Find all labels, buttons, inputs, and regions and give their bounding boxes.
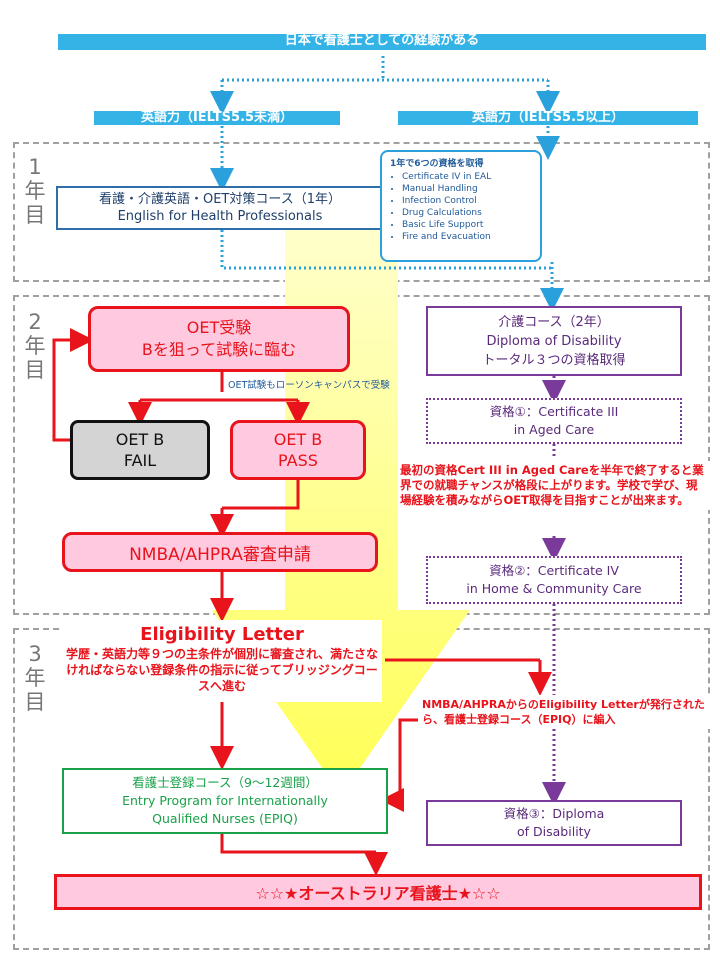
cert3-note: 最初の資格Cert III in Aged Careを半年で終了すると業界での就…	[398, 461, 710, 510]
australia-nurse-goal: ☆☆★オーストラリア看護士★☆☆	[54, 874, 702, 910]
q1-line1: 資格①：Certificate III	[489, 404, 619, 419]
eligibility-letter-block: Eligibility Letter 学歴・英語力等９つの主条件が個別に審査され…	[62, 620, 382, 702]
qual-item: Certificate IV in EAL	[402, 171, 532, 183]
nmba-title: NMBA/AHPRA審査申請	[129, 544, 311, 565]
epiq-course-box: 看護士登録コース（9〜12週間） Entry Program for Inter…	[62, 768, 388, 834]
year3-label: 3 年 目	[24, 642, 46, 714]
epiq-line1: 看護士登録コース（9〜12週間）	[132, 775, 318, 790]
epiq-line2: Entry Program for Internationally	[122, 793, 328, 808]
eligibility-text: 学歴・英語力等９つの主条件が個別に審査され、満たさなければならない登録条件の指示…	[65, 647, 379, 693]
qualifications-box: 1年で6つの資格を取得 Certificate IV in EAL Manual…	[380, 150, 542, 262]
qual-item: Drug Calculations	[402, 207, 532, 219]
nmba-application-box: NMBA/AHPRA審査申請	[62, 532, 378, 572]
qual-item: Fire and Evacuation	[402, 231, 532, 243]
goal-text: ☆☆★オーストラリア看護士★☆☆	[255, 884, 501, 903]
oet-exam-box: OET受験 Bを狙って試験に臨む	[88, 306, 350, 372]
quals-title: 1年で6つの資格を取得	[390, 159, 484, 169]
oet-pass-box: OET B PASS	[230, 420, 366, 480]
qual-item: Infection Control	[402, 195, 532, 207]
year1-label: 1 年 目	[24, 155, 46, 227]
course-title-jp: 看護・介護英語・OET対策コース（1年）	[98, 192, 341, 207]
experience-banner: 日本で看護士としての経験がある	[58, 34, 706, 50]
q2-line1: 資格②：Certificate IV	[489, 563, 619, 578]
qual-item: Basic Life Support	[402, 219, 532, 231]
year2-label: 2 年 目	[24, 310, 46, 382]
epiq-line3: Qualified Nurses (EPIQ)	[152, 811, 298, 826]
care-line1: 介護コース（2年）	[498, 314, 610, 330]
care-course-box: 介護コース（2年） Diploma of Disability トータル３つの資…	[426, 306, 682, 376]
eligibility-issued-note: NMBA/AHPRAからのEligibility Letterが発行されたら、看…	[420, 695, 710, 729]
q3-line1: 資格③：Diploma	[503, 806, 605, 821]
fail-line1: OET B	[115, 430, 165, 449]
q3-line2: of Disability	[517, 824, 591, 839]
english-health-course-box: 看護・介護英語・OET対策コース（1年） English for Health …	[56, 186, 384, 230]
eligibility-title: Eligibility Letter	[140, 624, 304, 645]
q2-line2: in Home & Community Care	[466, 581, 642, 596]
oet-campus-note: OET試験もローソンキャンパスで受験	[228, 380, 390, 391]
qualification-1-box: 資格①：Certificate III in Aged Care	[426, 398, 682, 444]
oet-exam-subtitle: Bを狙って試験に臨む	[141, 340, 297, 359]
care-line2: Diploma of Disability	[486, 333, 622, 349]
q1-line2: in Aged Care	[513, 422, 595, 437]
qual-item: Manual Handling	[402, 183, 532, 195]
qualification-3-box: 資格③：Diploma of Disability	[426, 800, 682, 846]
pass-line1: OET B	[273, 430, 323, 449]
english-below-banner: 英語力（IELTS5.5未満）	[94, 111, 340, 125]
english-above-banner: 英語力（IELTS5.5以上）	[398, 111, 698, 125]
oet-exam-title: OET受験	[186, 318, 252, 337]
pass-line2: PASS	[278, 451, 318, 470]
qualification-2-box: 資格②：Certificate IV in Home & Community C…	[426, 556, 682, 604]
course-title-en: English for Health Professionals	[117, 209, 323, 224]
fail-line2: FAIL	[123, 451, 157, 470]
care-line3: トータル３つの資格取得	[482, 352, 626, 368]
oet-fail-box: OET B FAIL	[70, 420, 210, 480]
